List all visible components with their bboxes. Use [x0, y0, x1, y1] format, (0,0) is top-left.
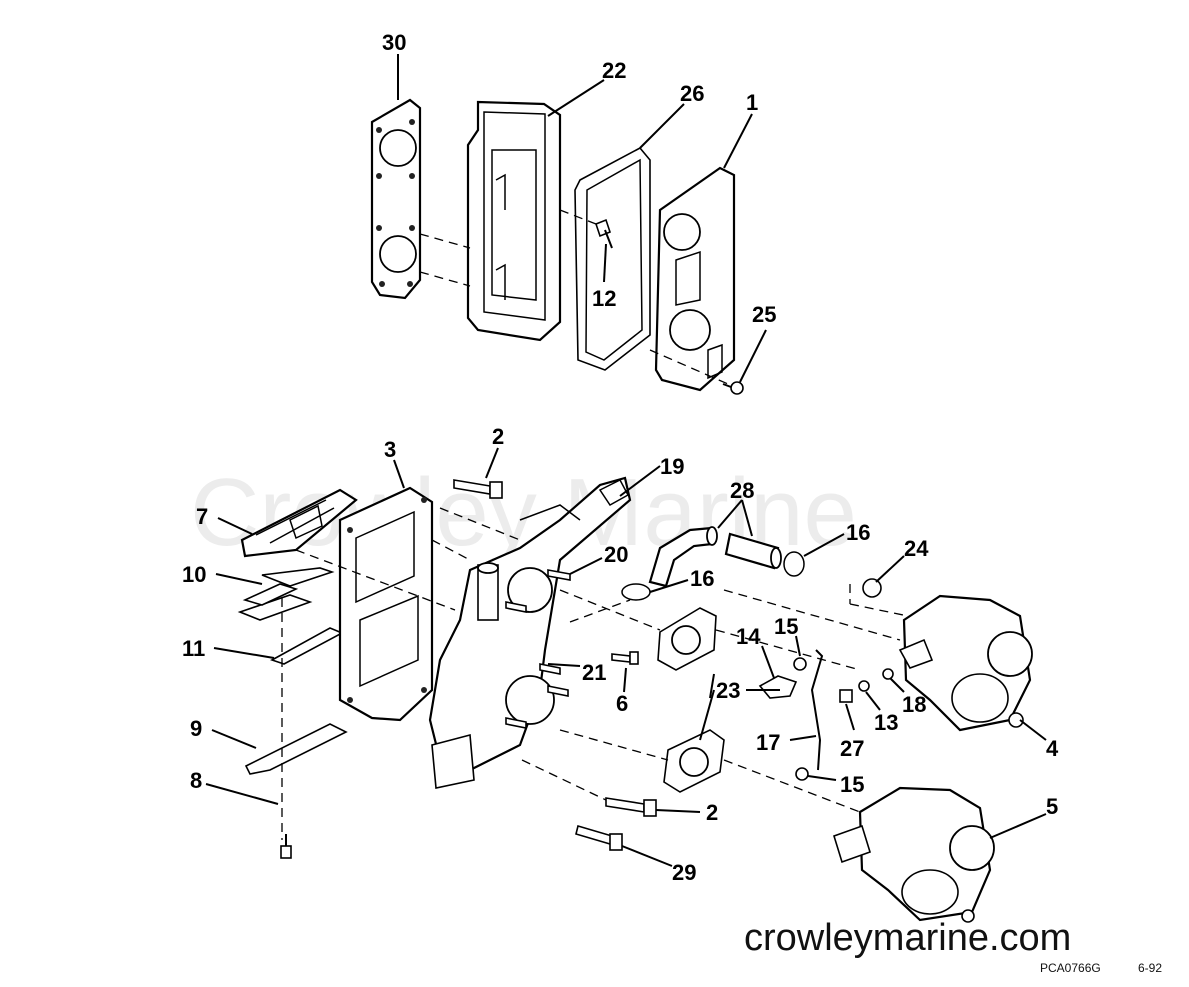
callout-12: 12 — [592, 286, 616, 311]
part-29-bolt — [575, 824, 623, 851]
callout-19: 19 — [660, 454, 684, 479]
callout-8: 8 — [190, 768, 202, 793]
part-7-reed-block — [240, 488, 358, 558]
part-10-reed-petals — [237, 567, 335, 621]
part-27-screw — [839, 689, 853, 703]
callout-26: 26 — [680, 81, 704, 106]
callout-20: 20 — [604, 542, 628, 567]
callout-2-upper: 2 — [492, 424, 504, 449]
callout-15-lower: 15 — [840, 772, 864, 797]
callout-23: 23 — [716, 678, 740, 703]
part-17-link — [810, 649, 824, 771]
part-25-screw — [722, 381, 744, 395]
callout-21: 21 — [582, 660, 606, 685]
part-1-plate — [654, 166, 736, 392]
part-4-carburetor — [898, 594, 1033, 732]
bottom-alignment-lines — [281, 507, 909, 840]
part-16-clamp-a — [783, 551, 805, 577]
website-text: crowleymarine.com — [744, 917, 1071, 959]
callout-14: 14 — [736, 624, 761, 649]
drawing-code: PCA0766G — [1040, 961, 1101, 975]
part-12-screw — [595, 218, 613, 249]
callout-29: 29 — [672, 860, 696, 885]
callout-16-upper: 16 — [846, 520, 870, 545]
callout-7: 7 — [196, 504, 208, 529]
part-18-screw — [882, 668, 894, 680]
part-5-carburetor — [833, 786, 995, 923]
part-23-gaskets — [657, 607, 725, 793]
callout-5: 5 — [1046, 794, 1058, 819]
callout-17: 17 — [756, 730, 780, 755]
part-16-clamp-b — [621, 583, 651, 601]
part-9-plate — [244, 723, 348, 775]
callout-11: 11 — [182, 636, 205, 661]
part-3-gasket — [338, 486, 434, 722]
part-8-screw — [280, 834, 292, 859]
part-14-clip — [758, 675, 798, 699]
top-alignment-lines — [419, 209, 729, 385]
callout-22: 22 — [602, 58, 626, 83]
part-21-studs — [505, 663, 569, 729]
callout-labels: 30 22 26 1 12 25 2 19 3 28 16 7 20 24 10… — [182, 30, 1059, 885]
part-6-screw — [611, 651, 639, 665]
callout-6: 6 — [616, 691, 628, 716]
part-15-nut-upper — [793, 657, 807, 671]
part-22-cover — [466, 100, 562, 342]
part-2-bolt-lower — [605, 797, 657, 817]
part-20-studs — [505, 569, 571, 613]
part-30-gasket — [370, 98, 422, 300]
callout-2-lower: 2 — [706, 800, 718, 825]
callout-18: 18 — [902, 692, 926, 717]
callout-28: 28 — [730, 478, 754, 503]
callout-16-lower: 16 — [690, 566, 714, 591]
callout-3: 3 — [384, 437, 396, 462]
callout-27: 27 — [840, 736, 864, 761]
leader-lines — [205, 54, 1047, 867]
callout-25: 25 — [752, 302, 776, 327]
part-24-nut — [862, 578, 882, 598]
part-28-hoses — [648, 526, 782, 588]
part-26-gasket — [574, 146, 651, 371]
part-15-nut-lower — [795, 767, 809, 781]
drawing-date: 6-92 — [1138, 961, 1162, 975]
callout-30: 30 — [382, 30, 406, 55]
callout-4: 4 — [1046, 736, 1059, 761]
part-13-washer — [858, 680, 870, 692]
part-2-bolt-upper — [453, 479, 503, 499]
callout-13: 13 — [874, 710, 898, 735]
callout-1: 1 — [746, 90, 758, 115]
callout-24: 24 — [904, 536, 929, 561]
callout-10: 10 — [182, 562, 206, 587]
callout-15-upper: 15 — [774, 614, 798, 639]
callout-9: 9 — [190, 716, 202, 741]
